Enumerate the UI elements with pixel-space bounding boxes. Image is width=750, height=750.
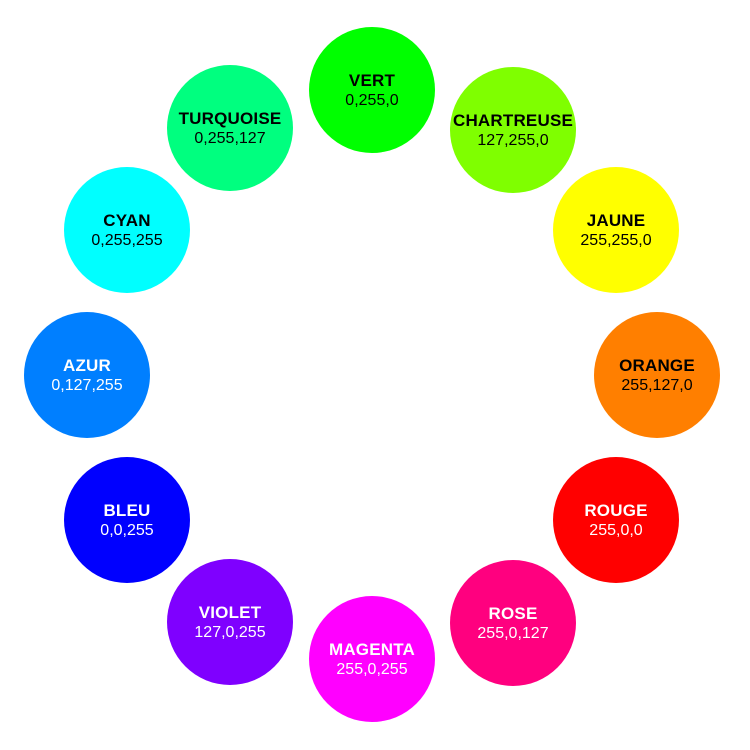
color-rgb-value: 0,127,255	[51, 376, 123, 394]
color-rgb-value: 255,0,127	[477, 624, 549, 642]
color-name: JAUNE	[586, 210, 646, 230]
color-rgb-value: 0,255,0	[345, 91, 399, 109]
color-name: ROSE	[488, 603, 538, 623]
color-name: ORANGE	[619, 355, 695, 375]
color-name: ROUGE	[584, 500, 648, 520]
color-name: BLEU	[103, 500, 151, 520]
color-rgb-value: 127,255,0	[477, 131, 549, 149]
color-rgb-value: 0,255,255	[91, 231, 163, 249]
color-rgb-value: 255,0,255	[336, 660, 408, 678]
color-name: VERT	[348, 70, 396, 90]
color-name: MAGENTA	[328, 639, 416, 659]
color-rgb-value: 0,0,255	[100, 521, 154, 539]
color-name: TURQUOISE	[178, 108, 282, 128]
color-rgb-value: 255,0,0	[589, 521, 643, 539]
color-rgb-value: 0,255,127	[194, 129, 266, 147]
color-name: VIOLET	[198, 602, 262, 622]
color-rgb-value: 255,255,0	[580, 231, 652, 249]
color-name: AZUR	[62, 355, 111, 375]
color-name: CYAN	[103, 210, 151, 230]
color-name: CHARTREUSE	[452, 110, 574, 130]
color-rgb-value: 255,127,0	[621, 376, 693, 394]
color-rgb-value: 127,0,255	[194, 623, 266, 641]
